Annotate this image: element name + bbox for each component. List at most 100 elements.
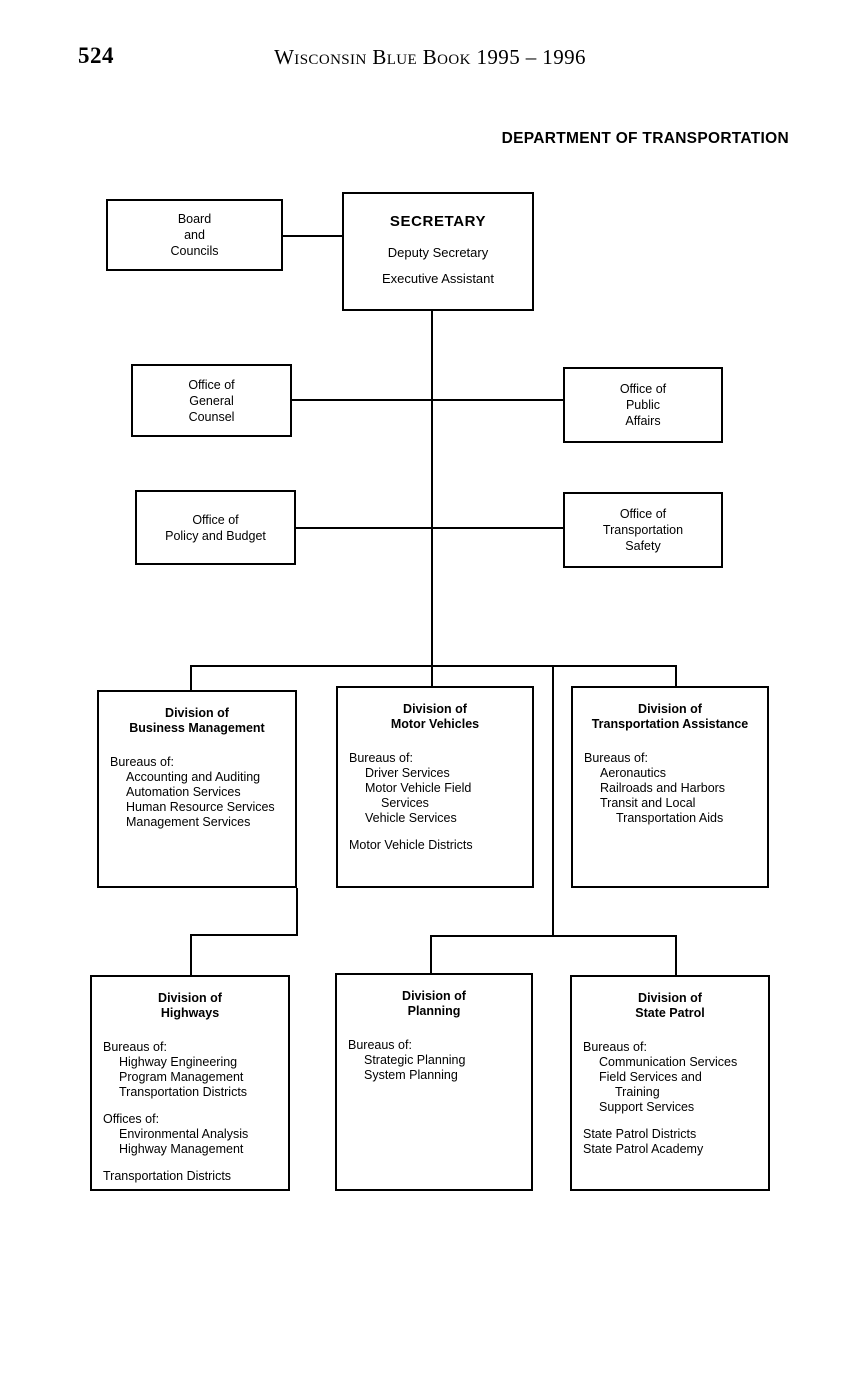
planning-item-1: Strategic Planning bbox=[364, 1053, 466, 1067]
box-office-of-policy-and-budget: Office of Policy and Budget bbox=[135, 490, 296, 565]
transportation-assistance-item-2: Railroads and Harbors bbox=[600, 781, 726, 795]
highways-bureau-item-3: Transportation Districts bbox=[119, 1085, 248, 1099]
state-patrol-item-2-wrap: Training bbox=[615, 1085, 660, 1099]
connector-drop-motor-vehicles bbox=[431, 665, 433, 690]
highways-offices-label: Offices of: bbox=[103, 1112, 160, 1126]
business-management-item-3: Human Resource Services bbox=[126, 800, 275, 814]
transportation-assistance-item-3-wrap: Transportation Aids bbox=[616, 811, 724, 825]
highways-office-item-1: Environmental Analysis bbox=[119, 1127, 249, 1141]
box-office-of-public-affairs: Office of Public Affairs bbox=[563, 367, 723, 443]
motor-vehicles-item-1: Driver Services bbox=[365, 766, 450, 780]
state-patrol-item-3: Support Services bbox=[599, 1100, 695, 1114]
business-management-item-2: Automation Services bbox=[126, 785, 241, 799]
box-division-of-planning: Division of Planning Bureaus of: Strateg… bbox=[335, 973, 533, 1191]
public-affairs-line-1: Office of bbox=[619, 382, 667, 396]
state-patrol-bureaus-group: Bureaus of: Communication Services Field… bbox=[583, 1040, 768, 1115]
highways-bureaus-group: Bureaus of: Highway Engineering Program … bbox=[103, 1040, 288, 1100]
state-patrol-group-label: Bureaus of: bbox=[583, 1040, 647, 1054]
motor-vehicles-item-3: Vehicle Services bbox=[365, 811, 457, 825]
transportation-assistance-title-line-1: Division of bbox=[638, 702, 702, 716]
state-patrol-item-2: Field Services and bbox=[599, 1070, 702, 1084]
board-line-1: Board bbox=[177, 212, 212, 226]
connector-drop-planning bbox=[430, 935, 432, 975]
state-patrol-extra-group: State Patrol Districts State Patrol Acad… bbox=[583, 1127, 768, 1157]
motor-vehicles-extra-1: Motor Vehicle Districts bbox=[349, 838, 473, 852]
box-division-of-business-management: Division of Business Management Bureaus … bbox=[97, 690, 297, 888]
transportation-assistance-item-3: Transit and Local bbox=[600, 796, 696, 810]
policy-budget-line-2: Policy and Budget bbox=[165, 528, 266, 543]
connector-office-row-2 bbox=[294, 527, 564, 529]
highways-title-line-2: Highways bbox=[160, 1006, 220, 1020]
box-office-of-general-counsel: Office of General Counsel bbox=[131, 364, 292, 437]
box-division-of-state-patrol: Division of State Patrol Bureaus of: Com… bbox=[570, 975, 770, 1191]
transportation-assistance-title-line-2: Transportation Assistance bbox=[591, 717, 749, 731]
board-line-3: Councils bbox=[170, 244, 219, 258]
connector-lower-feed bbox=[552, 665, 554, 937]
chart-title: DEPARTMENT OF TRANSPORTATION bbox=[501, 130, 789, 147]
policy-budget-line-1: Office of bbox=[192, 512, 239, 527]
planning-item-2: System Planning bbox=[364, 1068, 458, 1082]
highways-bureau-item-1: Highway Engineering bbox=[119, 1055, 238, 1069]
secretary-title: SECRETARY bbox=[389, 213, 487, 230]
board-line-2: and bbox=[184, 228, 205, 242]
motor-vehicles-bureaus-group: Bureaus of: Driver Services Motor Vehicl… bbox=[349, 751, 532, 826]
highways-bureaus-label: Bureaus of: bbox=[103, 1040, 167, 1054]
running-head: Wisconsin Blue Book 1995 – 1996 bbox=[274, 45, 586, 69]
connector-highways-feed-vertical bbox=[296, 888, 298, 936]
transportation-safety-line-2: Transportation bbox=[602, 523, 684, 537]
highways-offices-group: Offices of: Environmental Analysis Highw… bbox=[103, 1112, 288, 1157]
motor-vehicles-title-line-1: Division of bbox=[403, 702, 467, 716]
business-management-group-label: Bureaus of: bbox=[110, 755, 174, 769]
business-management-item-1: Accounting and Auditing bbox=[126, 770, 261, 784]
connector-drop-highways bbox=[190, 934, 192, 975]
highways-office-item-2: Highway Management bbox=[119, 1142, 244, 1156]
business-management-bureaus-group: Bureaus of: Accounting and Auditing Auto… bbox=[110, 755, 295, 830]
state-patrol-item-1: Communication Services bbox=[599, 1055, 738, 1069]
connector-main-spine bbox=[431, 311, 433, 667]
state-patrol-title-line-2: State Patrol bbox=[635, 1006, 705, 1020]
connector-division-bus-upper bbox=[190, 665, 677, 667]
business-management-title-line-1: Division of bbox=[165, 706, 229, 720]
connector-drop-business-management bbox=[190, 665, 192, 690]
box-division-of-highways: Division of Highways Bureaus of: Highway… bbox=[90, 975, 290, 1191]
motor-vehicles-group-label: Bureaus of: bbox=[349, 751, 413, 765]
state-patrol-title-line-1: Division of bbox=[638, 991, 702, 1005]
connector-division-bus-lower bbox=[430, 935, 677, 937]
general-counsel-line-1: Office of bbox=[188, 377, 235, 392]
business-management-title-line-2: Business Management bbox=[129, 721, 265, 735]
transportation-assistance-group-label: Bureaus of: bbox=[584, 751, 648, 765]
box-division-of-transportation-assistance: Division of Transportation Assistance Bu… bbox=[571, 686, 769, 888]
transportation-safety-line-3: Safety bbox=[625, 539, 661, 553]
highways-bureau-item-2: Program Management bbox=[119, 1070, 244, 1084]
motor-vehicles-title-line-2: Motor Vehicles bbox=[390, 717, 480, 731]
connector-office-row-1 bbox=[290, 399, 564, 401]
planning-bureaus-group: Bureaus of: Strategic Planning System Pl… bbox=[348, 1038, 531, 1083]
page-number: 524 bbox=[78, 43, 114, 68]
connector-board-secretary bbox=[281, 235, 343, 237]
box-office-of-transportation-safety: Office of Transportation Safety bbox=[563, 492, 723, 568]
state-patrol-extra-2: State Patrol Academy bbox=[583, 1142, 704, 1156]
planning-title-line-2: Planning bbox=[407, 1004, 461, 1018]
general-counsel-line-2: General bbox=[189, 393, 234, 408]
motor-vehicles-item-2-wrap: Services bbox=[381, 796, 429, 810]
connector-drop-transportation-assistance bbox=[675, 665, 677, 690]
highways-extra-1: Transportation Districts bbox=[103, 1169, 232, 1183]
secretary-executive-assistant: Executive Assistant bbox=[382, 271, 494, 286]
connector-highways-feed-horizontal bbox=[190, 934, 298, 936]
box-division-of-motor-vehicles: Division of Motor Vehicles Bureaus of: D… bbox=[336, 686, 534, 888]
transportation-assistance-item-1: Aeronautics bbox=[600, 766, 667, 780]
planning-title-line-1: Division of bbox=[402, 989, 466, 1003]
box-board-and-councils: Board and Councils bbox=[106, 199, 283, 271]
public-affairs-line-3: Affairs bbox=[625, 414, 661, 428]
motor-vehicles-extra-group: Motor Vehicle Districts bbox=[349, 838, 532, 853]
highways-title-line-1: Division of bbox=[158, 991, 222, 1005]
planning-group-label: Bureaus of: bbox=[348, 1038, 412, 1052]
general-counsel-line-3: Counsel bbox=[188, 409, 235, 424]
motor-vehicles-item-2: Motor Vehicle Field bbox=[365, 781, 472, 795]
business-management-item-4: Management Services bbox=[126, 815, 251, 829]
connector-drop-state-patrol bbox=[675, 935, 677, 975]
box-secretary: SECRETARY Deputy Secretary Executive Ass… bbox=[342, 192, 534, 311]
highways-extra-group: Transportation Districts bbox=[103, 1169, 288, 1184]
state-patrol-extra-1: State Patrol Districts bbox=[583, 1127, 697, 1141]
